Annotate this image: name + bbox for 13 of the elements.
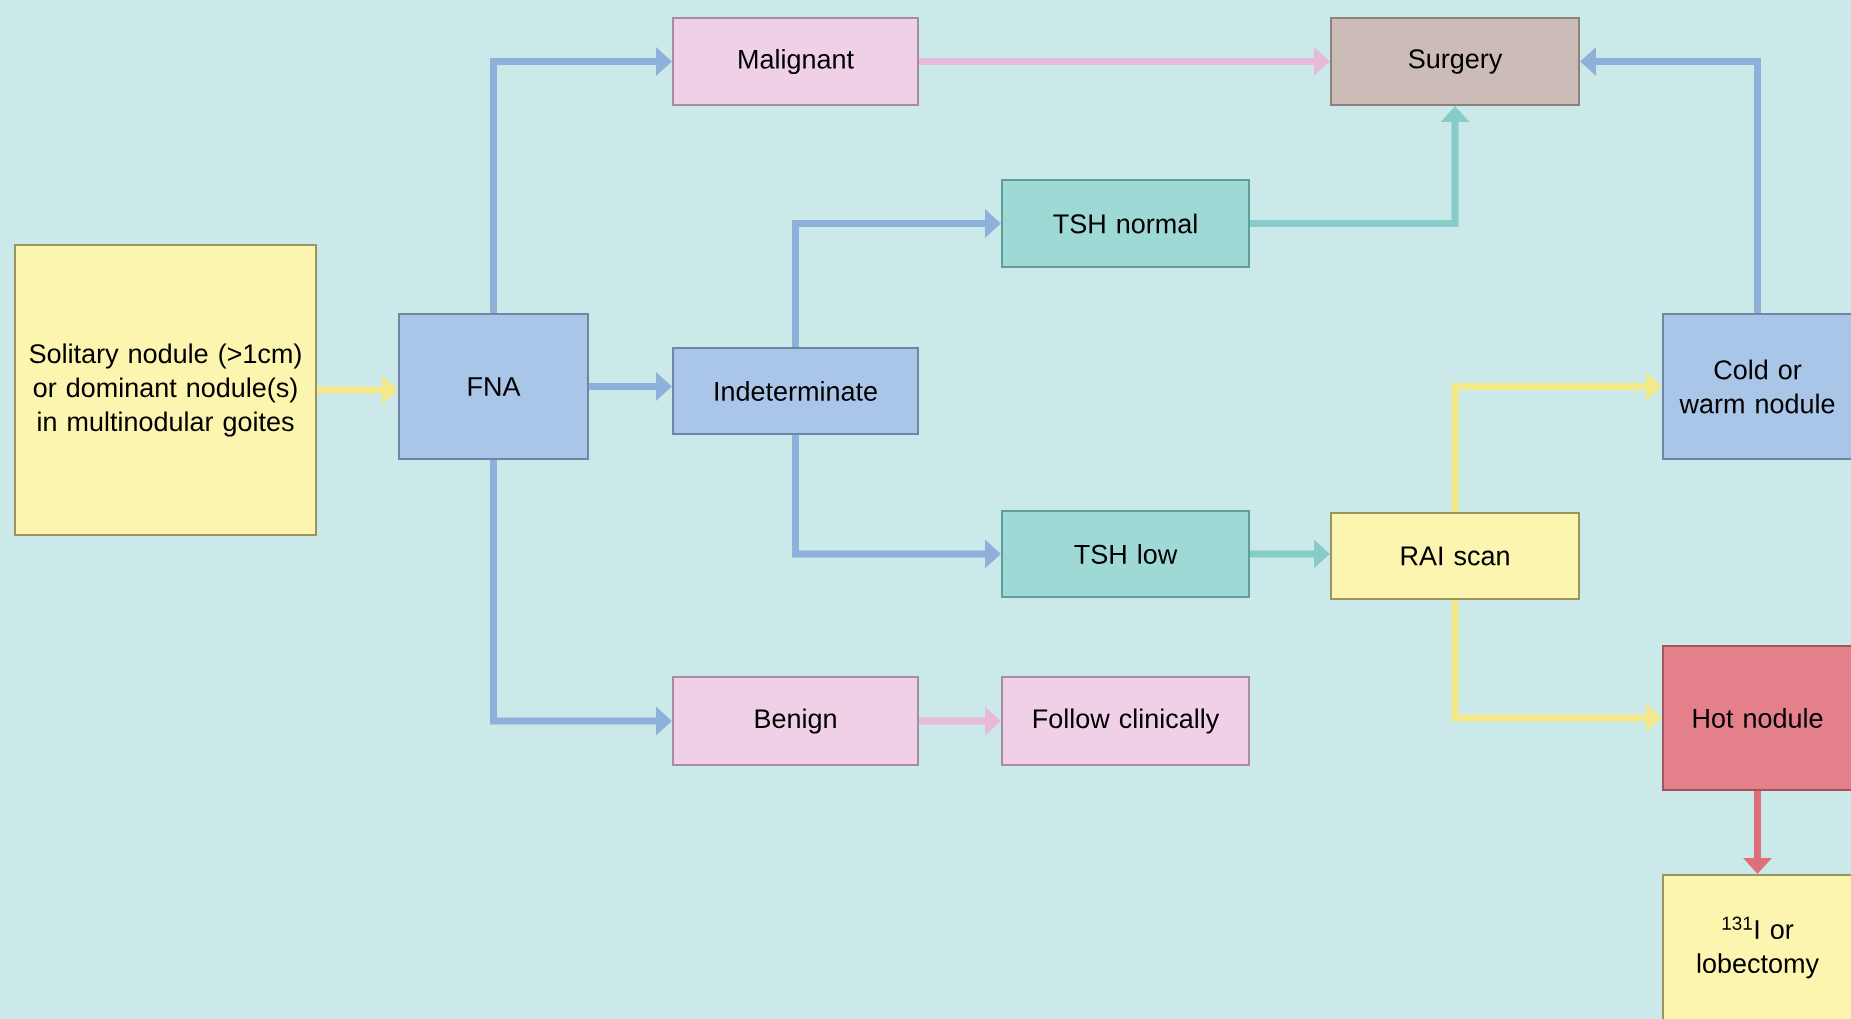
process-box: Indeterminate <box>672 347 919 435</box>
process-box: RAI scan <box>1330 512 1580 600</box>
process-box: Surgery <box>1330 17 1580 106</box>
process-box: TSH normal <box>1001 179 1250 268</box>
process-box: Benign <box>672 676 919 766</box>
process-box: Hot nodule <box>1662 645 1851 791</box>
process-box: $^{131}$I or lobectomy <box>1662 874 1851 1019</box>
process-box: FNA <box>398 313 589 460</box>
process-box: TSH low <box>1001 510 1250 598</box>
process-box: Solitary nodule (>1cm) or dominant nodule(s) in multinodular goites <box>14 244 317 536</box>
process-box: Follow clinically <box>1001 676 1250 766</box>
process-box: Cold or warm nodule <box>1662 313 1851 460</box>
process-box: Malignant <box>672 17 919 106</box>
